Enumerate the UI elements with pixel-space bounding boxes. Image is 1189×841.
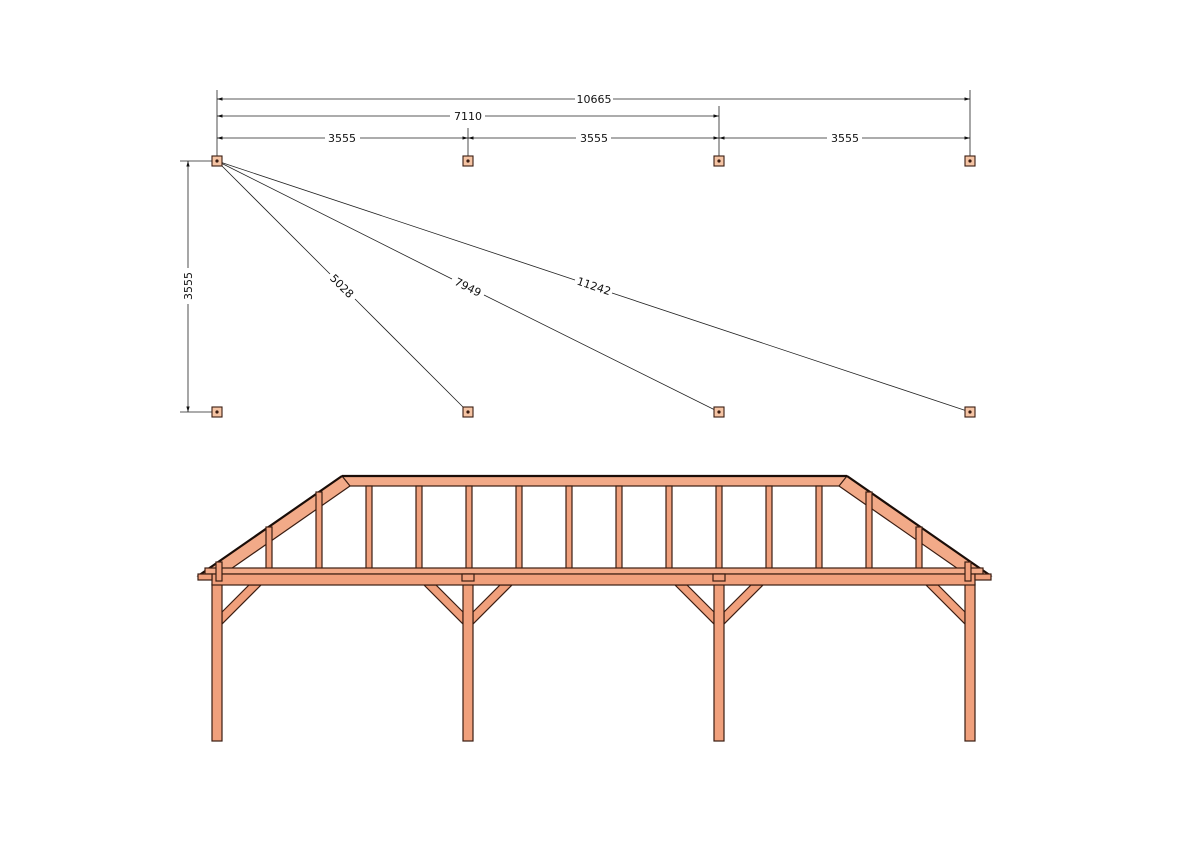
dim-label-7949: 7949	[452, 275, 483, 299]
dimension-bay-1: 3555	[217, 132, 468, 145]
vertical-studs	[265, 485, 923, 582]
dim-label-bay-2: 3555	[580, 132, 608, 145]
dimension-bay-3: 3555	[719, 132, 970, 145]
top-plate	[204, 567, 984, 575]
plan-post	[964, 406, 976, 418]
dim-label-width: 3555	[182, 272, 195, 300]
plan-post	[211, 406, 223, 418]
dimension-diagonal-1: 5028	[216, 160, 469, 413]
dimension-two-bays: 7110	[217, 110, 719, 123]
dim-label-bay-1: 3555	[328, 132, 356, 145]
plan-post	[211, 155, 223, 167]
dim-label-7110: 7110	[454, 110, 482, 123]
dim-label-5028: 5028	[327, 272, 356, 301]
dim-label-bay-3: 3555	[831, 132, 859, 145]
posts	[211, 583, 976, 742]
dim-label-11242: 11242	[575, 275, 612, 298]
dimension-bay-2: 3555	[468, 132, 719, 145]
dimension-width: 3555	[182, 161, 195, 412]
knee-braces	[221, 584, 966, 626]
post	[462, 583, 474, 742]
plan-posts	[211, 155, 976, 418]
plan-view: 10665 7110 3555 3555 3555 3555	[180, 90, 976, 418]
plan-post	[964, 155, 976, 167]
plan-post	[713, 155, 725, 167]
post	[713, 583, 725, 742]
dimension-overall-length: 10665	[217, 93, 970, 106]
main-beam	[211, 573, 976, 586]
dimension-diagonal-2: 7949	[216, 160, 720, 413]
plan-post	[713, 406, 725, 418]
plan-post	[462, 155, 474, 167]
dimension-diagonal-3: 11242	[216, 160, 971, 413]
plan-post	[462, 406, 474, 418]
dim-label-10665: 10665	[577, 93, 612, 106]
post	[211, 583, 223, 742]
ridge-beam	[342, 475, 847, 487]
post	[964, 583, 976, 742]
elevation-view	[196, 474, 993, 742]
